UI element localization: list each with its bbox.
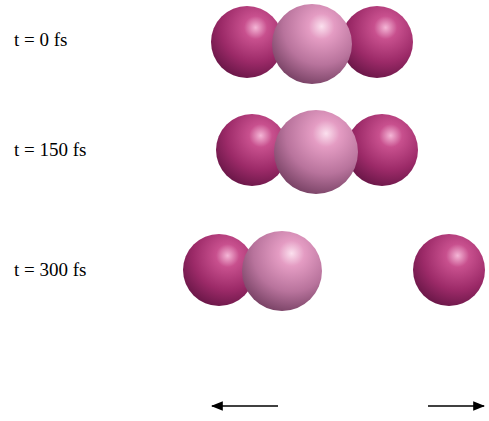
center-atom	[242, 231, 322, 311]
motion-arrow	[212, 405, 278, 407]
time-label: t = 300 fs	[14, 260, 86, 281]
center-atom	[274, 110, 358, 194]
end-atom	[413, 234, 485, 306]
center-atom	[272, 4, 352, 84]
time-label: t = 150 fs	[14, 140, 86, 161]
time-label: t = 0 fs	[14, 30, 67, 51]
motion-arrow	[428, 405, 484, 407]
molecule-row	[216, 110, 418, 194]
molecule-row	[183, 231, 485, 311]
molecule-row	[211, 4, 413, 84]
